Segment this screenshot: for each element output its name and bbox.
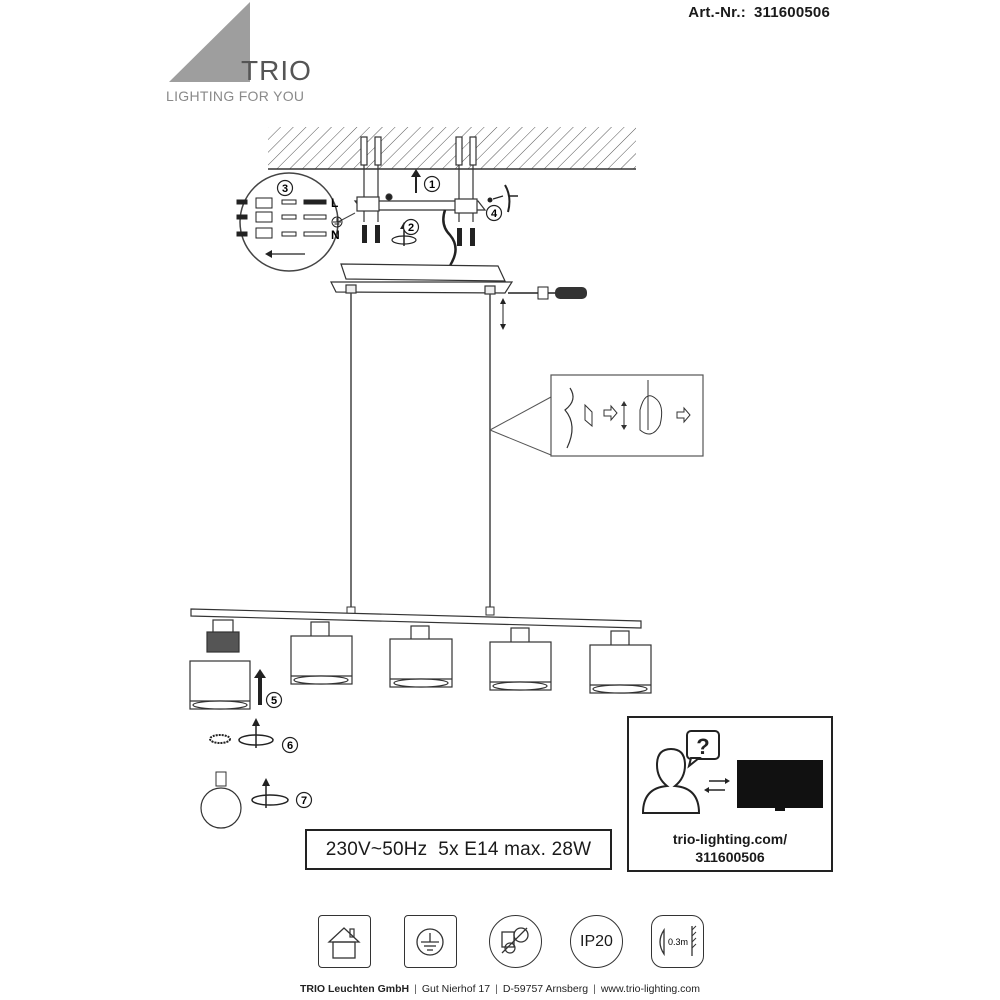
- step-5-label: 5: [271, 695, 277, 707]
- footer-city: D-59757 Arnsberg: [502, 983, 589, 995]
- live-label: L: [331, 196, 338, 210]
- footer-company: TRIO Leuchten GmbH: [299, 983, 410, 995]
- footer: TRIO Leuchten GmbH|Gut Nierhof 17|D-5975…: [299, 983, 701, 995]
- ip-rating-text: IP20: [580, 933, 613, 950]
- step-7-label: 7: [301, 795, 307, 807]
- lamp-shades: [189, 619, 652, 710]
- step-7-bulb: 7: [200, 771, 313, 829]
- min-distance-text: 0.3m: [668, 937, 688, 947]
- step-4-label: 4: [491, 208, 498, 220]
- logo-triangle-icon: [169, 2, 250, 82]
- screwdriver-icon: [508, 286, 587, 300]
- step-3-label: 3: [282, 183, 288, 195]
- shade-3: [389, 625, 453, 688]
- step-4-ground-screw: 4: [485, 184, 518, 222]
- lamp-not-included-icon: [489, 915, 542, 968]
- support-url-article[interactable]: 311600506: [695, 849, 765, 865]
- shade-5: [589, 630, 652, 694]
- svg-text:?: ?: [696, 734, 709, 759]
- swap-arrows-icon: [704, 778, 730, 793]
- ip-rating-icon: IP20: [570, 915, 623, 968]
- logo-tagline: LIGHTING FOR YOU: [166, 88, 305, 104]
- wire-adjust-detail: [489, 374, 704, 457]
- indoor-use-icon: [318, 915, 371, 968]
- mounting-bracket: [353, 193, 487, 214]
- shade-1-exploded: [189, 619, 251, 710]
- protective-earth-icon: [404, 915, 457, 968]
- screws: [362, 225, 475, 246]
- ceiling-canopy: [330, 263, 514, 295]
- monitor-icon: [737, 760, 823, 811]
- person-question-icon: ?: [641, 730, 720, 814]
- power-cable: [442, 209, 457, 274]
- wiring-detail-circle: 3 L N: [236, 172, 356, 272]
- article-label: Art.-Nr.:: [688, 4, 746, 21]
- earth-symbol-icon: [331, 216, 343, 228]
- article-value: 311600506: [753, 4, 830, 21]
- online-support-box: ? trio-lighting.com/ 311600506: [627, 716, 833, 872]
- step-6-label: 6: [287, 740, 293, 752]
- article-number: Art.-Nr.: 311600506: [680, 4, 830, 21]
- wire-clamp-right: [485, 606, 495, 616]
- shade-4: [489, 627, 552, 691]
- logo-wordmark: TRIO: [241, 55, 312, 86]
- step-1-arrow: 1: [411, 169, 441, 193]
- step-2-rotate: 2: [391, 218, 420, 246]
- shade-2: [290, 621, 353, 685]
- step-1-label: 1: [429, 179, 435, 191]
- height-adjust-arrow: [500, 298, 506, 330]
- support-illustration: ?: [641, 730, 823, 814]
- footer-website[interactable]: www.trio-lighting.com: [600, 983, 701, 995]
- min-distance-icon: 0.3m: [651, 915, 704, 968]
- support-url[interactable]: trio-lighting.com/: [672, 831, 788, 847]
- step-2-label: 2: [408, 222, 414, 234]
- step-5-arrow: 5: [254, 669, 283, 709]
- step-6-ring: 6: [209, 718, 299, 754]
- electrical-spec: 230V~50Hz 5x E14 max. 28W: [305, 829, 612, 870]
- ceiling: [268, 127, 636, 170]
- lamp-bar: [190, 608, 642, 629]
- footer-address: Gut Nierhof 17: [421, 983, 491, 995]
- neutral-label: N: [331, 228, 340, 242]
